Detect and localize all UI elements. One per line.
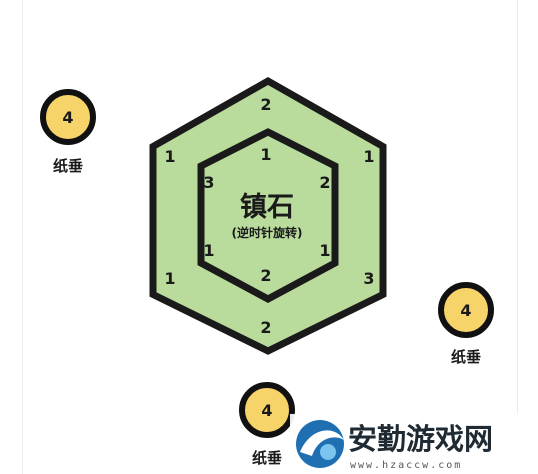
- inner-label-top: 1: [260, 145, 271, 164]
- page-frame: [22, 0, 518, 474]
- inner-label-lower-right: 1: [319, 241, 330, 260]
- inner-label-lower-left: 1: [203, 241, 214, 260]
- pendulum-value: 4: [460, 301, 471, 320]
- outer-label-lower-right: 3: [363, 269, 374, 288]
- pendulum-token: 4: [438, 282, 494, 338]
- center-title: 镇石: [240, 192, 294, 223]
- watermark-logo-text: 安勤游戏网: [348, 422, 493, 456]
- inner-label-upper-left: 3: [203, 173, 214, 192]
- pendulum-value: 4: [261, 401, 272, 420]
- pendulum-label: 纸垂: [451, 348, 481, 366]
- pendulum-value: 4: [62, 108, 73, 127]
- pendulum-token: 4: [239, 382, 295, 438]
- watermark: 安勤游戏网 www.hzaccw.com: [290, 414, 528, 474]
- watermark-logo-icon: [296, 420, 344, 468]
- inner-label-upper-right: 2: [319, 173, 330, 192]
- outer-label-upper-left: 1: [164, 147, 175, 166]
- pendulum-token: 4: [40, 89, 96, 145]
- watermark-url: www.hzaccw.com: [350, 460, 462, 471]
- inner-label-bottom: 2: [260, 266, 271, 285]
- pendulum-label: 纸垂: [252, 449, 282, 467]
- outer-label-upper-right: 1: [363, 147, 374, 166]
- inner-hexagon: [197, 128, 339, 303]
- center-subtitle: (逆时针旋转): [232, 225, 303, 240]
- outer-label-bottom: 2: [260, 318, 271, 337]
- outer-label-lower-left: 1: [164, 269, 175, 288]
- outer-label-top: 2: [260, 95, 271, 114]
- pendulum-label: 纸垂: [53, 157, 83, 175]
